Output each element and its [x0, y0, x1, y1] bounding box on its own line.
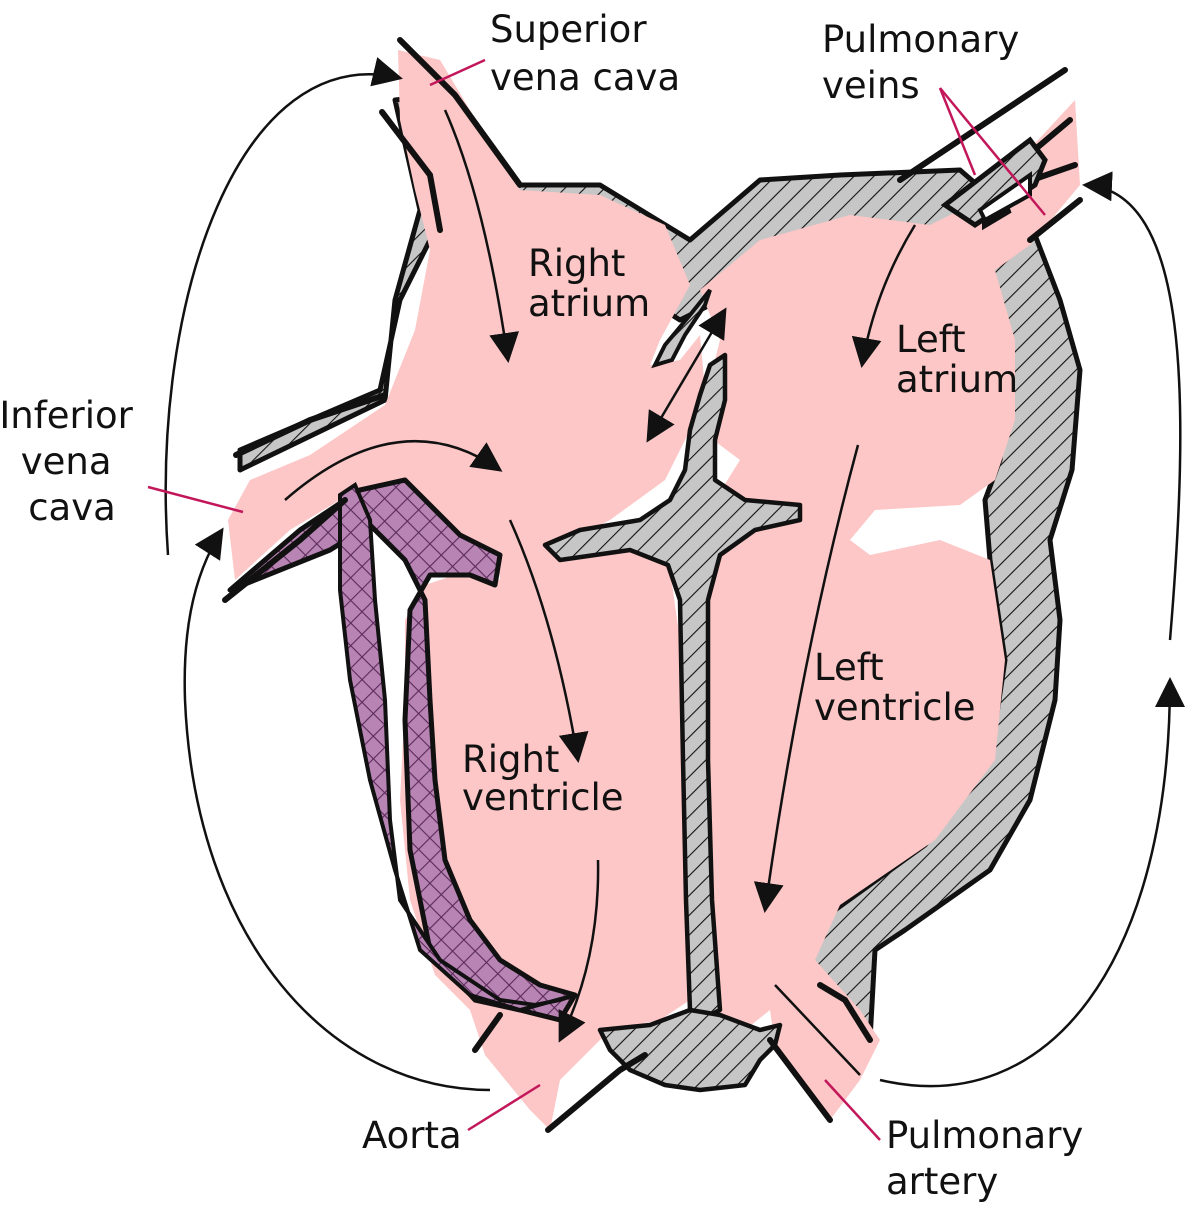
ivc-flow-arrow [284, 440, 503, 501]
left-heart-blood [695, 100, 1080, 1120]
great-vessel-septum [597, 1007, 783, 1093]
aorta-leader [467, 1083, 541, 1132]
label-left-atrium: Left atrium [896, 318, 1018, 401]
pv-leader-2 [939, 87, 1046, 216]
label-pulmonary-artery: Pulmonary artery [886, 1114, 1095, 1203]
label-right-atrium: Right atrium [528, 242, 650, 325]
blood-regions [228, 50, 1080, 1130]
label-aorta: Aorta [362, 1114, 462, 1157]
right-loop-bottom-arrow [879, 677, 1185, 1088]
right-loop-top-arrow [1082, 171, 1182, 641]
label-pulmonary-veins: Pulmonary veins [822, 18, 1031, 107]
left-ventricle-flow-arrow [753, 444, 860, 913]
left-loop-top-arrow [164, 57, 403, 556]
ivc-leader [147, 485, 244, 514]
pv-leader-1 [938, 87, 977, 176]
aorta-flow-arrow [558, 859, 600, 1043]
label-left-ventricle: Left ventricle [814, 646, 976, 729]
pulmonary-artery-line [774, 984, 861, 1076]
label-inferior-vena-cava: Inferior vena cava [0, 394, 145, 529]
left-loop-bottom-arrow [183, 527, 491, 1092]
circulation-arrows [164, 57, 1185, 1092]
leader-lines [147, 58, 1046, 1141]
pulmonary-vein-box [940, 136, 1048, 229]
svc-leader [429, 58, 486, 87]
right-heart-blood [228, 50, 705, 1130]
atrial-septum-arrow [646, 307, 727, 443]
pa-leader [824, 1079, 881, 1141]
right-ventricle-flow-arrow [508, 519, 589, 763]
flow-arrows [284, 109, 917, 1076]
labels: Superior vena cava Pulmonary veins Right… [0, 8, 1095, 1203]
label-superior-vena-cava: Superior vena cava [490, 8, 680, 99]
label-right-ventricle: Right ventricle [462, 738, 624, 819]
svc-flow-arrow [443, 109, 520, 363]
right-ventricle-outer-wall [338, 482, 576, 1013]
pulmonary-vein-flow-arrow [851, 224, 917, 368]
